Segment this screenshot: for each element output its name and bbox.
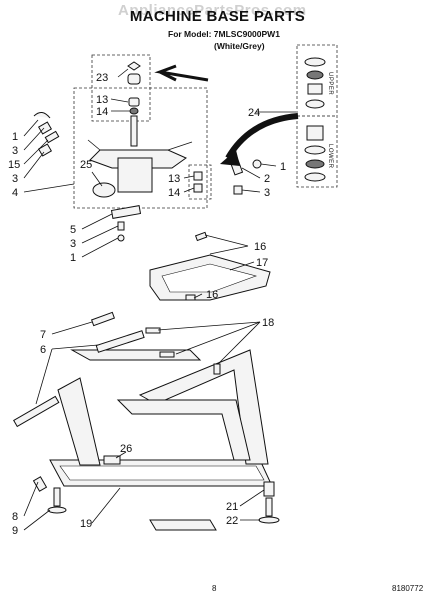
bolt-part [37,143,53,157]
bearing-kit-group: UPPER LOWER [296,44,338,188]
callout-3: 3 [12,173,18,185]
callout-26: 26 [120,443,132,455]
foot-21 [263,481,275,497]
motor-bracket [110,205,142,219]
callout-labels: 1 3 15 3 4 25 23 13 14 24 13 14 1 2 3 5 … [8,72,286,537]
side-clip-2 [193,183,203,193]
leader-lines [23,68,296,531]
callout-22: 22 [226,515,238,527]
snubber-part [128,97,140,107]
base-frame-group [13,311,280,531]
upper-seal [306,70,324,80]
pad-a [194,231,208,242]
rail-part-6b [13,395,60,428]
callout-4: 4 [12,187,18,199]
page-number: 8 [212,584,217,593]
spring-clip [37,121,53,135]
spring-part [129,107,139,115]
callout-1: 1 [280,161,286,173]
callout-5: 5 [70,224,76,236]
callout-25: 25 [80,159,92,171]
callout-19: 19 [80,518,92,530]
callout-3: 3 [264,187,270,199]
watermark-text: AppliancePartsPros.com [118,2,307,19]
callout-13: 13 [96,94,108,106]
frame-cross-brace [116,399,251,461]
lower-seal [305,159,325,169]
callout-1: 1 [12,131,18,143]
base-skirt [149,519,217,531]
callout-21: 21 [226,501,238,513]
rail-part-6 [95,330,145,353]
foot-pad-22 [258,516,280,524]
callout-24: 24 [248,107,260,119]
side-clip [193,171,203,181]
callout-7: 7 [40,329,46,341]
callout-13: 13 [168,173,180,185]
callout-6: 6 [40,344,46,356]
foot-pad-9 [47,506,67,514]
arrow-bearing-head [220,150,240,166]
lower-ring [304,145,326,155]
nut-part [252,159,262,169]
bracket-part [44,130,60,144]
pad-18c [213,363,221,375]
pad-18b [159,351,175,358]
callout-1: 1 [70,252,76,264]
frame-top-rail [70,349,202,361]
callout-14: 14 [96,106,108,118]
bolt-right [233,185,243,195]
callout-16: 16 [254,241,266,253]
model-color-line: (White/Grey) [214,41,265,51]
page-title: MACHINE BASE PARTS [129,8,306,25]
nut-lower [117,234,125,242]
document-number: 8180772 [392,584,424,593]
upper-label: UPPER [327,72,333,95]
callout-2: 2 [264,173,270,185]
callout-18: 18 [262,317,274,329]
callout-3: 3 [70,238,76,250]
gearcase-box [73,87,208,209]
upper-bearing [307,83,323,95]
bolt-lower [117,221,125,231]
foot-stem-9 [53,487,61,507]
callout-14: 14 [168,187,180,199]
callout-17: 17 [256,257,268,269]
lower-washer [304,172,326,182]
callout-23: 23 [96,72,108,84]
callout-15: 15 [8,159,20,171]
callout-3: 3 [12,145,18,157]
pad-b [185,294,196,301]
drive-belt-ring [92,182,116,198]
gearcase-body [117,157,153,193]
upper-ring [305,99,325,109]
center-post [130,115,138,147]
model-number-line: For Model: 7MLSC9000PW1 [168,29,280,39]
pivot-dome-box [91,54,151,122]
pivot-insert [127,73,141,85]
callout-8: 8 [12,511,18,523]
lower-label: LOWER [327,144,333,169]
frame-left-leg [57,377,101,466]
upper-washer [304,57,326,67]
side-part-box [188,164,212,200]
callout-9: 9 [12,525,18,537]
arrow-to-dome [154,64,209,82]
arrow-bearing-kit [225,113,299,160]
rail-part-7 [90,311,116,327]
pad-18a [145,327,161,334]
clip-26 [103,455,121,465]
gearcase-assembly-group [33,54,262,242]
callout-16: 16 [206,289,218,301]
lower-bearing [306,125,324,141]
foot-stem-22 [265,497,273,517]
hose-clamp [33,112,51,119]
pivot-dome-part [127,61,141,71]
